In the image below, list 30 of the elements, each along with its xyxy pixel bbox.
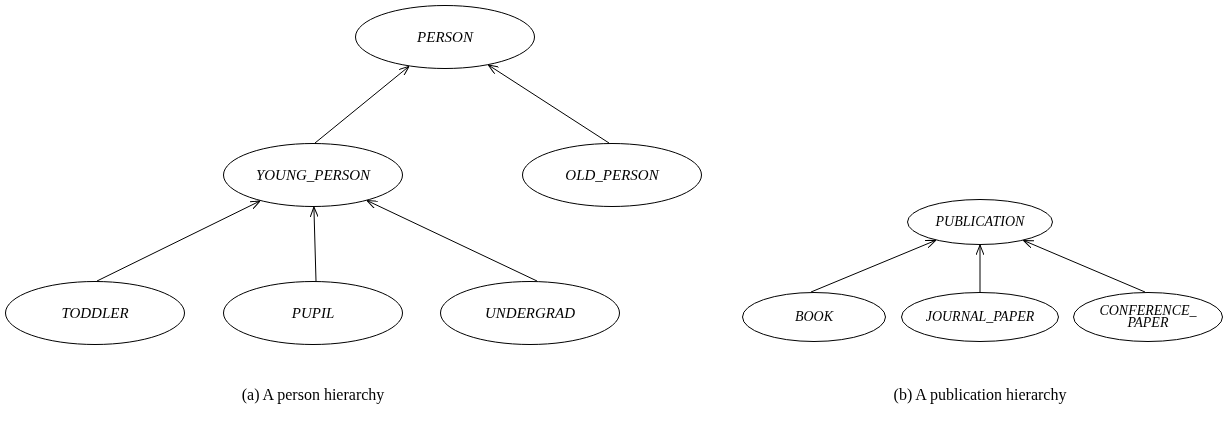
class-ellipse [1073,292,1223,342]
class-ellipse [907,199,1053,245]
class-name: CONFERENCE_ PAPER [1098,305,1198,329]
class-name: BOOK [794,311,834,323]
class-ellipse [355,5,535,69]
class-name: PUPIL [291,306,335,320]
class-name: PERSON [417,30,473,44]
class-ellipse [742,292,886,342]
class-name: OLD_PERSON [565,168,659,182]
figure-caption: (b) A publication hierarchy [893,386,1067,404]
arrow [810,239,937,293]
figure-caption: (a) A person hierarchy [241,386,385,404]
class-ellipse [5,281,185,345]
arrow [96,200,261,282]
class-ellipse [223,143,403,207]
arrow [487,64,610,144]
arrow [975,244,985,293]
class-ellipse [440,281,620,345]
class-ellipse [901,292,1059,342]
arrow [309,206,319,282]
class-name: PUBLICATION [935,216,1025,228]
class-ellipse [223,281,403,345]
class-name: TODDLER [61,306,129,320]
arrow [366,200,538,282]
class-name: UNDERGRAD [485,306,575,320]
arrow [314,65,410,144]
class-name: YOUNG_PERSON [255,168,371,182]
class-name: JOURNAL_PAPER [925,311,1035,323]
arrow [1023,239,1146,293]
class-ellipse [522,143,702,207]
